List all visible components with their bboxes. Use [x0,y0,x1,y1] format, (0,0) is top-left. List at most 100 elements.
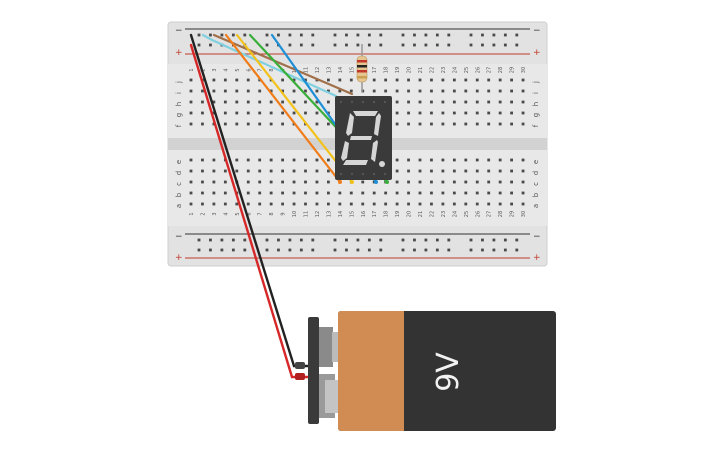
breadboard-hole[interactable] [452,100,456,104]
breadboard-hole[interactable] [304,180,307,184]
breadboard-hole[interactable] [201,100,204,104]
breadboard-hole[interactable] [464,169,468,173]
breadboard-hole[interactable] [379,43,383,47]
breadboard-hole[interactable] [292,89,296,93]
breadboard-hole[interactable] [430,158,433,162]
breadboard-hole[interactable] [407,191,410,195]
breadboard-hole[interactable] [292,158,296,162]
breadboard-hole[interactable] [281,158,284,162]
breadboard-hole[interactable] [277,238,280,242]
breadboard-hole[interactable] [475,89,479,93]
breadboard-hole[interactable] [315,111,319,115]
breadboard-hole[interactable] [235,158,239,162]
breadboard-hole[interactable] [258,89,262,93]
breadboard-hole[interactable] [407,89,410,93]
breadboard-hole[interactable] [498,191,502,195]
breadboard-hole[interactable] [246,122,250,126]
breadboard-hole[interactable] [464,158,468,162]
breadboard-hole[interactable] [475,78,479,82]
breadboard-hole[interactable] [201,180,204,184]
breadboard-hole[interactable] [395,111,399,115]
breadboard-hole[interactable] [498,158,502,162]
breadboard-hole[interactable] [269,111,273,115]
breadboard-hole[interactable] [277,248,280,252]
breadboard-hole[interactable] [201,169,204,173]
breadboard-hole[interactable] [189,78,193,82]
breadboard-hole[interactable] [487,100,491,104]
breadboard-hole[interactable] [338,202,342,206]
breadboard-hole[interactable] [464,78,468,82]
breadboard-hole[interactable] [333,248,337,252]
breadboard-hole[interactable] [487,158,491,162]
seven-segment-display[interactable] [335,96,392,180]
wire-orange[interactable] [224,33,342,184]
breadboard-hole[interactable] [212,191,216,195]
breadboard-hole[interactable] [492,238,496,242]
breadboard-hole[interactable] [510,89,513,93]
breadboard-hole[interactable] [246,78,250,82]
breadboard-hole[interactable] [315,158,319,162]
breadboard-hole[interactable] [299,33,303,37]
breadboard-hole[interactable] [481,238,484,242]
breadboard-hole[interactable] [243,238,247,242]
breadboard-hole[interactable] [281,191,284,195]
breadboard-hole[interactable] [413,33,416,37]
breadboard-hole[interactable] [220,33,224,37]
breadboard-hole[interactable] [430,169,433,173]
breadboard-hole[interactable] [304,78,307,82]
breadboard-hole[interactable] [435,43,439,47]
breadboard-hole[interactable] [475,180,479,184]
breadboard-hole[interactable] [487,78,491,82]
breadboard-hole[interactable] [189,202,193,206]
breadboard-hole[interactable] [452,158,456,162]
breadboard-hole[interactable] [407,202,410,206]
breadboard-hole[interactable] [201,89,204,93]
breadboard-hole[interactable] [384,191,388,195]
breadboard-hole[interactable] [231,248,235,252]
breadboard-hole[interactable] [487,180,491,184]
breadboard-hole[interactable] [288,43,292,47]
breadboard-hole[interactable] [349,202,353,206]
breadboard-hole[interactable] [333,238,337,242]
breadboard-hole[interactable] [510,202,513,206]
breadboard-hole[interactable] [481,33,484,37]
breadboard-hole[interactable] [452,169,456,173]
breadboard-hole[interactable] [401,238,405,242]
breadboard-hole[interactable] [407,122,410,126]
breadboard-hole[interactable] [201,191,204,195]
breadboard-hole[interactable] [201,122,204,126]
breadboard-hole[interactable] [447,43,451,47]
breadboard-hole[interactable] [424,33,428,37]
breadboard-hole[interactable] [327,169,330,173]
breadboard-hole[interactable] [413,238,416,242]
breadboard-hole[interactable] [395,89,399,93]
breadboard-hole[interactable] [327,202,330,206]
breadboard-hole[interactable] [246,191,250,195]
breadboard-hole[interactable] [223,180,227,184]
breadboard-hole[interactable] [209,238,212,242]
breadboard-hole[interactable] [220,238,224,242]
breadboard-hole[interactable] [487,89,491,93]
breadboard-hole[interactable] [281,202,284,206]
breadboard-hole[interactable] [384,202,388,206]
breadboard-hole[interactable] [327,158,330,162]
breadboard-hole[interactable] [315,100,319,104]
breadboard-hole[interactable] [197,43,201,47]
breadboard-hole[interactable] [327,78,330,82]
breadboard-hole[interactable] [189,100,193,104]
breadboard-hole[interactable] [384,89,388,93]
breadboard-hole[interactable] [212,169,216,173]
breadboard-hole[interactable] [521,122,525,126]
breadboard-hole[interactable] [372,89,376,93]
breadboard-hole[interactable] [304,202,307,206]
breadboard-hole[interactable] [487,169,491,173]
breadboard-hole[interactable] [235,89,239,93]
breadboard-hole[interactable] [452,180,456,184]
breadboard-hole[interactable] [281,122,284,126]
breadboard-hole[interactable] [441,100,445,104]
breadboard-hole[interactable] [311,248,315,252]
breadboard-hole[interactable] [304,89,307,93]
breadboard-hole[interactable] [510,191,513,195]
breadboard-hole[interactable] [258,191,262,195]
breadboard-hole[interactable] [361,202,365,206]
